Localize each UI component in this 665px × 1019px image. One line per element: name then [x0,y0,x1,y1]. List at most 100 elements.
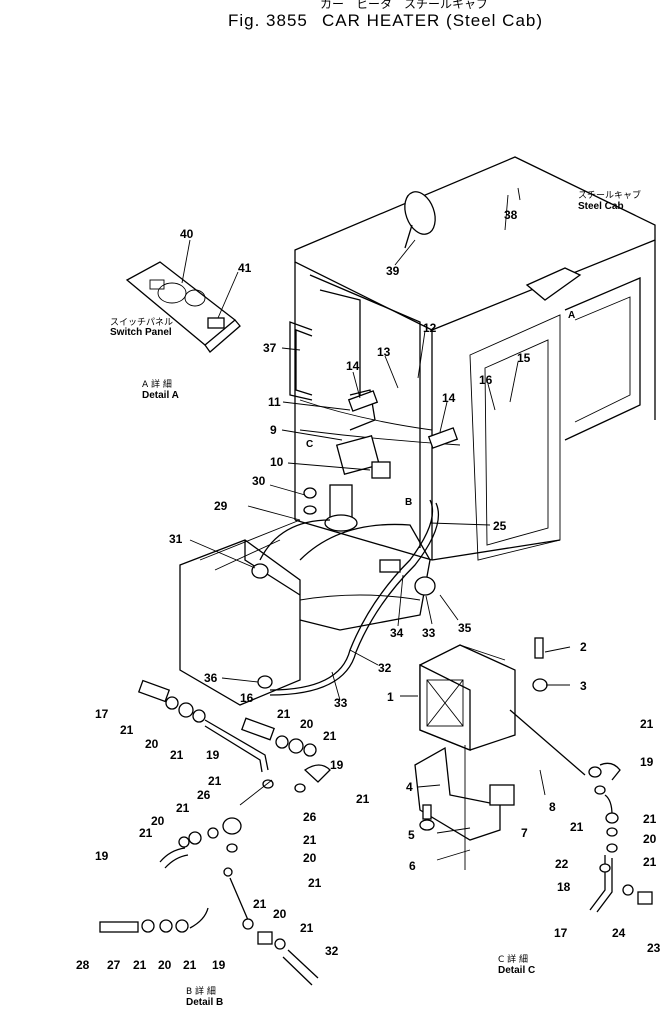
part-number: 8 [549,800,556,814]
part-number: 21 [570,820,584,834]
part-number: 21 [643,812,657,826]
jp-title: カー ヒータ スチールキャブ [320,0,488,11]
part-number: 16 [479,373,493,387]
part-number: 21 [356,792,370,806]
ref-mark-b: B [405,497,412,508]
part-number: 21 [323,729,337,743]
ref-mark-c: C [306,439,313,450]
part-number: 21 [643,855,657,869]
switch-panel-drawing [125,261,241,353]
part-number: 9 [270,423,277,437]
part-number: 34 [390,626,404,640]
part-number: 17 [95,707,109,721]
part-number: 2 [580,640,587,654]
part-number: 7 [521,826,528,840]
part-number: 28 [76,958,90,972]
part-number: 21 [300,921,314,935]
ref-mark-a: A [568,310,575,321]
part-number: 5 [408,828,415,842]
part-number: 21 [120,723,134,737]
part-number: 20 [300,717,314,731]
part-number: 35 [458,621,472,635]
part-number: 26 [303,810,317,824]
part-number: 12 [423,321,437,335]
part-number: 21 [208,774,222,788]
captions: スチールキャブ Steel Cab スイッチパネル Switch Panel A… [110,189,641,1008]
part-number: 6 [409,859,416,873]
part-number: 20 [158,958,172,972]
part-number: 14 [442,391,456,405]
figure-title: CAR HEATER (Steel Cab) [322,11,543,30]
part-number: 21 [133,958,147,972]
part-number: 22 [555,857,569,871]
switch-panel-caption: Switch Panel [110,327,172,338]
detail-c-caption: Detail C [498,965,535,976]
part-number: 38 [504,208,518,222]
part-number: 21 [303,833,317,847]
leader-lines [181,187,571,861]
part-number: 39 [386,264,400,278]
steel-cab-caption: Steel Cab [578,201,624,212]
part-number: 11 [268,395,281,409]
part-number: 33 [422,626,436,640]
part-number: 17 [554,926,568,940]
detail-a-caption: Detail A [142,390,179,401]
detail-b-caption-jp: B 詳 細 [186,985,216,997]
part-number: 19 [95,849,109,863]
part-number: 29 [214,499,228,513]
part-number: 19 [212,958,226,972]
part-number: 20 [643,832,657,846]
part-number: 20 [145,737,159,751]
part-number: 15 [517,351,531,365]
part-number: 41 [238,261,252,275]
part-number: 25 [493,519,507,533]
steel-cab-caption-jp: スチールキャブ [578,189,641,201]
part-number: 20 [303,851,317,865]
part-number-labels: 38 39 40 41 37 12 13 14 14 15 16 11 9 10… [76,208,661,972]
part-number: 1 [387,690,394,704]
figure-number: Fig. 3855 [228,11,308,30]
part-number: 40 [180,227,194,241]
part-number: 21 [183,958,197,972]
detail-c-caption-jp: C 詳 細 [498,953,528,965]
detail-b-caption: Detail B [186,997,223,1008]
engine-area-drawing [179,389,459,706]
detail-b-drawing [99,679,331,986]
part-number: 19 [330,758,344,772]
part-number: 21 [176,801,190,815]
part-number: 21 [640,717,654,731]
part-number: 31 [169,532,183,546]
part-number: 21 [277,707,291,721]
part-number: 21 [170,748,184,762]
switch-panel-caption-jp: スイッチパネル [110,317,173,328]
part-number: 13 [377,345,391,359]
part-number: 36 [204,671,218,685]
part-number: 30 [252,474,266,488]
detail-c-drawing [509,709,653,913]
part-number: 19 [206,748,220,762]
detail-a-caption-jp: A 詳 細 [142,378,172,390]
part-number: 4 [406,780,413,794]
part-number: 20 [273,907,287,921]
part-number: 20 [151,814,165,828]
heater-unit-drawing [414,637,548,870]
part-number: 24 [612,926,626,940]
part-number: 26 [197,788,211,802]
part-number: 32 [325,944,339,958]
part-number: 33 [334,696,348,710]
part-number: 19 [640,755,654,769]
part-number: 27 [107,958,121,972]
part-number: 21 [253,897,267,911]
part-number: 16 [240,691,254,705]
part-number: 37 [263,341,277,355]
part-number: 14 [346,359,360,373]
part-number: 3 [580,679,587,693]
part-number: 32 [378,661,392,675]
part-number: 23 [647,941,661,955]
part-number: 21 [308,876,322,890]
part-number: 10 [270,455,284,469]
part-number: 18 [557,880,571,894]
steel-cab-drawing [289,156,656,561]
part-number: 21 [139,826,153,840]
